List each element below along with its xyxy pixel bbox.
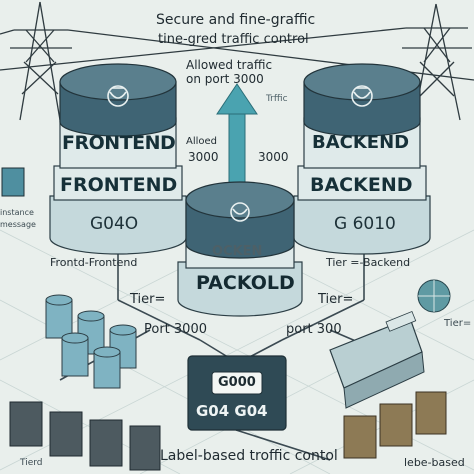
title-line-2: tine-gred traffic control bbox=[158, 32, 309, 47]
title-line-1: Secure and fine-graffic bbox=[156, 12, 316, 28]
center-pod-stack bbox=[177, 181, 303, 317]
arrow-label-line-2: on port 3000 bbox=[186, 72, 264, 86]
trffic-label: Trffic bbox=[266, 94, 288, 104]
rule-right-label: Tier =-Backend bbox=[326, 256, 411, 269]
port-right-rule-label: port 300 bbox=[286, 322, 342, 337]
label-badge bbox=[187, 355, 287, 431]
center-logo-icon bbox=[230, 202, 250, 222]
tier-far-right-label: Tier= bbox=[444, 318, 472, 329]
server-racks-right bbox=[343, 391, 447, 459]
footer-left-label: Label-based troffic contol bbox=[160, 448, 338, 464]
tier-right-label: Tier= bbox=[318, 292, 354, 307]
backend-band-label: BACKEND bbox=[312, 132, 410, 153]
frontend-code-label: G04O bbox=[90, 214, 139, 234]
globe-icon bbox=[417, 279, 451, 313]
frontend-pod-stack bbox=[49, 63, 187, 255]
network-switch-right bbox=[329, 310, 425, 409]
instance-box-icon bbox=[1, 167, 25, 197]
arrow-label-line-1: Allowed traffic bbox=[186, 58, 273, 72]
port-left-rule-label: Port 3000 bbox=[144, 322, 207, 337]
backend-logo-icon bbox=[351, 85, 373, 107]
server-racks-left bbox=[9, 401, 161, 471]
storage-cylinders-left bbox=[45, 294, 137, 389]
allowed-traffic-arrow bbox=[216, 83, 258, 191]
backend-code-label: G 6010 bbox=[334, 214, 396, 234]
allowed-left-label: Alloed bbox=[186, 136, 218, 147]
footer-tierd-label: Tierd bbox=[20, 458, 43, 468]
side-note-line-2: message bbox=[0, 220, 36, 229]
center-base-label: PACKOLD bbox=[196, 272, 295, 294]
footer-right-label: lebe-based bbox=[404, 456, 465, 469]
side-note-line-1: instance bbox=[0, 208, 34, 217]
frontend-logo-icon bbox=[107, 85, 129, 107]
backend-pod-stack bbox=[293, 63, 431, 255]
badge-bottom-label: G04 G04 bbox=[196, 402, 268, 420]
rule-left-label: Frontd-Frontend bbox=[50, 256, 138, 269]
frontend-base-label: FRONTEND bbox=[60, 174, 178, 196]
port-right-label: 3000 bbox=[258, 150, 289, 164]
center-band-label: OCKEN bbox=[212, 244, 263, 259]
badge-top-label: G000 bbox=[218, 375, 256, 390]
backend-base-label: BACKEND bbox=[310, 174, 413, 196]
frontend-band-label: FRONTEND bbox=[62, 132, 176, 154]
tier-left-label: Tier= bbox=[130, 292, 166, 307]
power-tower-right bbox=[0, 3, 472, 121]
port-left-label: 3000 bbox=[188, 150, 219, 164]
power-tower-left bbox=[0, 1, 474, 121]
